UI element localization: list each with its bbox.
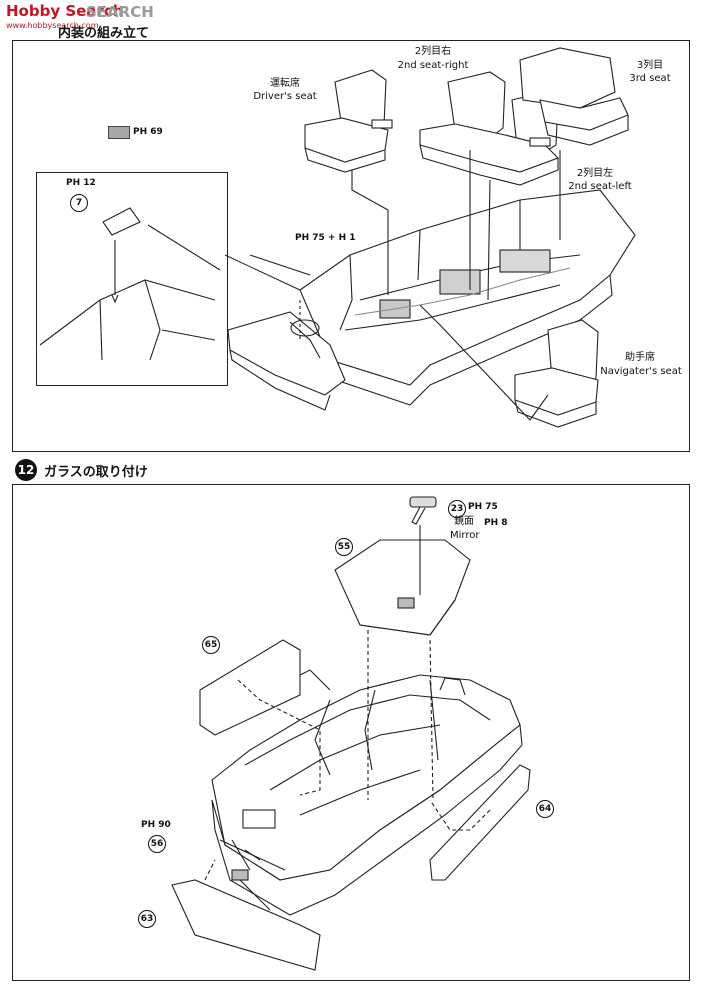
side-glass-64-drawing: [429, 764, 531, 881]
logo-text-red: Hobby Search: [6, 2, 124, 20]
mirror-ref-label: PH 8: [484, 518, 508, 528]
rear-glass-63-drawing: [171, 879, 321, 971]
car-body-drawing: [211, 669, 523, 916]
driver-seat-label-jp: 運転席: [270, 78, 300, 89]
seat2-left-label-jp: 2列目左: [576, 168, 614, 179]
side-glass-65-drawing: [199, 639, 301, 736]
seat3-label-en: 3rd seat: [629, 73, 671, 84]
windshield-glass-drawing: [334, 539, 471, 636]
step-12-badge: 12: [15, 459, 37, 481]
part-23-callout: 23: [448, 500, 466, 518]
nav-seat-label-jp: 助手席: [625, 352, 655, 363]
section-top-title: 内装の組み立て: [58, 26, 150, 41]
paint-swatch: [108, 126, 130, 139]
rear-mirror-drawing: [409, 496, 437, 525]
inset-detail-drawing: [39, 207, 301, 361]
part-55-callout: 55: [335, 538, 353, 556]
watermark-site: www.hobbysearch.com: [6, 21, 99, 30]
seat2-left-label-en: 2nd seat-left: [568, 181, 632, 192]
part-56-ref-label: PH 90: [141, 820, 171, 830]
driver-seat-drawing: [304, 69, 393, 173]
part-23-ref-label: PH 75: [468, 502, 498, 512]
mirror-label-en: Mirror: [450, 530, 480, 541]
nav-seat-label-en: Navigater's seat: [600, 366, 682, 377]
part-64-callout: 64: [536, 800, 554, 818]
body-ref-label: PH 75 + H 1: [295, 233, 356, 243]
part-65-callout: 65: [202, 636, 220, 654]
detail-ref-label: PH 12: [66, 178, 96, 188]
seat2-right-label-en: 2nd seat-right: [397, 60, 469, 71]
dashboard-drawing: [227, 311, 346, 411]
part-56-callout: 56: [148, 835, 166, 853]
glass-leader-lines: [204, 630, 491, 881]
third-row-seat-drawing: [519, 47, 629, 146]
interior-tub-drawing: [299, 189, 636, 406]
watermark-logo: Hobby Search: [6, 2, 123, 20]
driver-seat-label-en: Driver's seat: [253, 91, 317, 102]
section-12-title: ガラスの取り付け: [44, 465, 148, 480]
part-56-drawing: [231, 869, 249, 881]
seat2-right-label-jp: 2列目右: [414, 46, 452, 57]
mirror-label-jp: 鏡面: [454, 516, 474, 527]
paint-ref-label: PH 69: [133, 127, 163, 137]
watermark-search: SEARCH: [86, 3, 154, 21]
solid-leader-lines: [231, 525, 421, 911]
detail-inset: [36, 172, 228, 386]
navigator-seat-drawing: [514, 319, 599, 428]
assembly-leader-lines: [249, 150, 561, 421]
seat3-label-jp: 3列目: [636, 60, 664, 71]
part-63-callout: 63: [138, 910, 156, 928]
part-7-callout: 7: [70, 194, 88, 212]
